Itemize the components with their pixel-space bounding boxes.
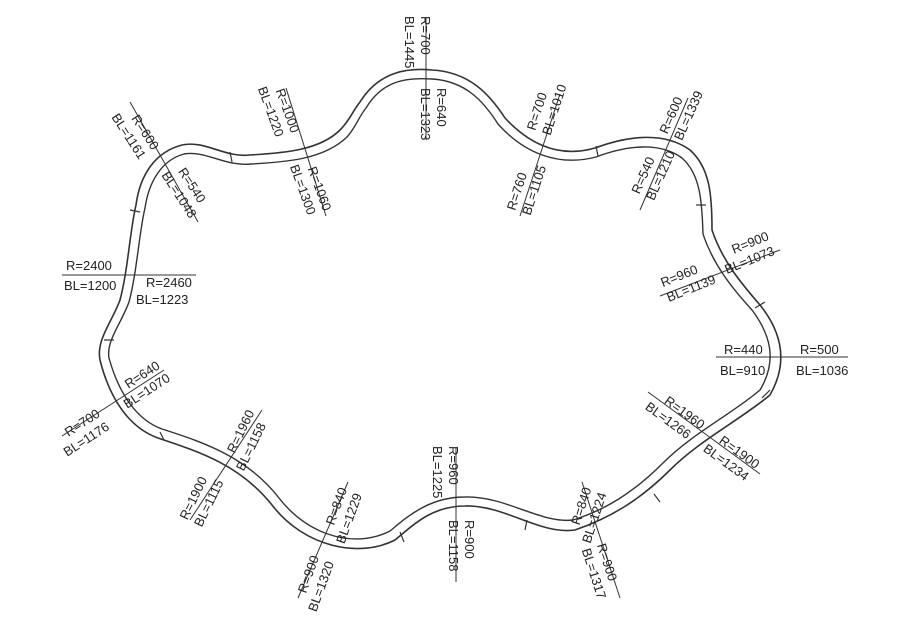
joint-tick [229, 151, 233, 163]
leader-left-upper [129, 101, 199, 223]
track-inner-edge [107, 78, 771, 540]
radius-text: R=960 [446, 446, 461, 485]
radius-text-t12-in: R=2460 [146, 275, 192, 290]
label-t6-out: R=1900 BL=1234 [701, 433, 763, 484]
length-text: BL=1158 [446, 520, 461, 571]
leader-right-upper [639, 97, 689, 211]
label-t12-out: R=2400 BL=1200 [66, 258, 112, 273]
joint-tick [653, 493, 661, 503]
joint-tick [754, 301, 766, 309]
track-outer-edge [98, 68, 782, 550]
length-text: BL=1225 [430, 446, 445, 498]
leader-right-lower [647, 391, 761, 475]
track-section-joints [104, 145, 771, 543]
label-t8-out: R=900 BL=1158 [446, 520, 477, 571]
label-t2-out: R=700 BL=1010 [524, 82, 570, 136]
leader-right [659, 249, 781, 297]
leader-bottom-left [297, 481, 349, 599]
length-text: BL=1323 [418, 88, 433, 140]
label-t5-out: R=500 BL=1036 [796, 342, 848, 378]
label-t1-out: R=700 BL=1445 [402, 16, 433, 68]
label-t2-in: R=760 BL=1105 [504, 163, 549, 217]
label-t4-out: R=900 BL=1073 [722, 228, 776, 276]
radius-text: R=640 [434, 88, 449, 127]
length-text: BL=910 [720, 363, 765, 378]
leader-top-left [285, 87, 327, 217]
label-t10-out: R=1900 BL=1115 [177, 474, 227, 529]
label-t8-in: R=960 BL=1225 [430, 446, 461, 498]
radius-text: R=2400 [66, 258, 112, 273]
label-t13-out: R=600 BL=1161 [109, 111, 163, 162]
label-t14-out: R=1000 BL=1220 [255, 84, 303, 138]
joint-tick [129, 209, 141, 213]
radius-text: R=500 [800, 342, 839, 357]
label-t9-out: R=900 BL=1320 [295, 553, 337, 613]
label-t13-in: R=540 BL=1048 [159, 165, 209, 221]
label-t11-out: R=700 BL=1176 [61, 406, 112, 460]
leader-left-mid [61, 369, 165, 437]
leader-lines [61, 18, 848, 599]
radius-text: R=900 [462, 520, 477, 559]
leader-top-right [519, 93, 561, 217]
label-t3-out: R=600 BL=1339 [656, 89, 706, 143]
length-text-t12-out: BL=1200 [64, 278, 116, 293]
radius-length-labels: R=700 BL=1445 R=640 BL=1323 R=700 BL=101… [61, 16, 849, 613]
radius-text: R=700 [418, 16, 433, 55]
length-text: BL=1445 [402, 16, 417, 68]
leader-left-lower [189, 409, 263, 521]
length-text-t12-in: BL=1223 [136, 292, 188, 307]
length-text: BL=1036 [796, 363, 848, 378]
joint-tick [524, 519, 528, 531]
label-t5-in: R=440 BL=910 [720, 342, 765, 378]
label-t10-in: R=1960 BL=1158 [224, 407, 269, 473]
leader-bottom-right [581, 481, 621, 599]
radius-text: R=440 [724, 342, 763, 357]
joint-tick [399, 531, 405, 543]
label-t1-in: R=640 BL=1323 [418, 88, 449, 140]
joint-tick [595, 145, 599, 157]
label-t4-in: R=960 BL=1139 [658, 262, 717, 305]
label-t11-in: R=640 BL=1070 [121, 358, 173, 412]
joint-tick [761, 389, 771, 399]
joint-tick [159, 431, 165, 441]
label-t7-in: R=840 BL=1224 [568, 485, 609, 545]
